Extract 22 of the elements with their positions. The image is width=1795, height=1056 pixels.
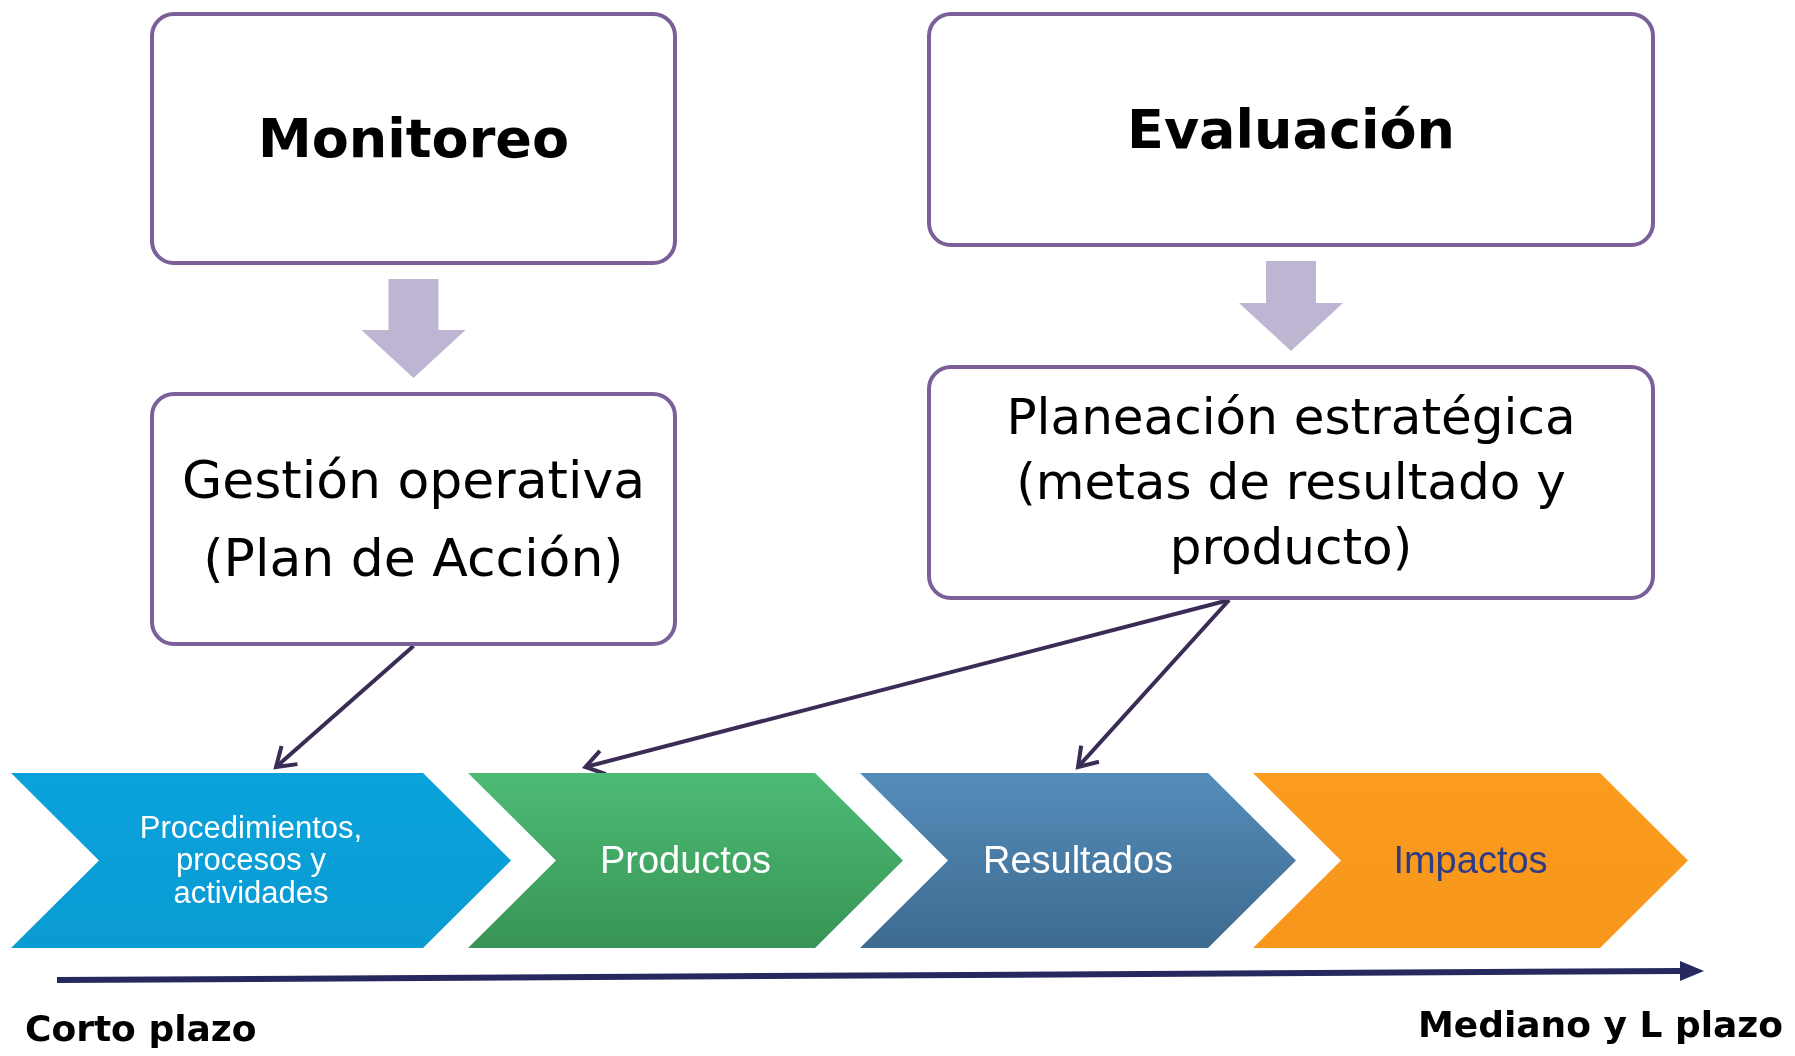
node-label: Productos [599, 839, 772, 882]
node-label: Planeación estratégica (metas de resultado y producto) [1005, 387, 1577, 578]
chevron-shape [860, 773, 1296, 948]
node-label: Impactos [1393, 839, 1548, 882]
node-label: Monitoreo [257, 108, 570, 169]
process-box [927, 12, 1655, 247]
chevron-shape [468, 773, 903, 948]
arrow [274, 644, 415, 769]
block-arrow [361, 279, 466, 378]
node-label: Evaluación [1127, 99, 1455, 160]
process-box [150, 12, 677, 265]
block-arrow [1239, 261, 1343, 351]
timeline-label: Mediano y L plazo [1417, 1004, 1783, 1045]
node-label: Resultados [982, 839, 1174, 882]
chevron-shape [1253, 773, 1688, 948]
node-label: Procedimientos, procesos y actividades [138, 811, 364, 910]
arrow [1076, 598, 1231, 769]
chevron-shape [11, 773, 511, 948]
node-label: Gestión operativa (Plan de Acción) [180, 449, 647, 590]
process-box [927, 365, 1655, 600]
process-box [150, 392, 677, 646]
timeline-label: Corto plazo [25, 1008, 257, 1049]
